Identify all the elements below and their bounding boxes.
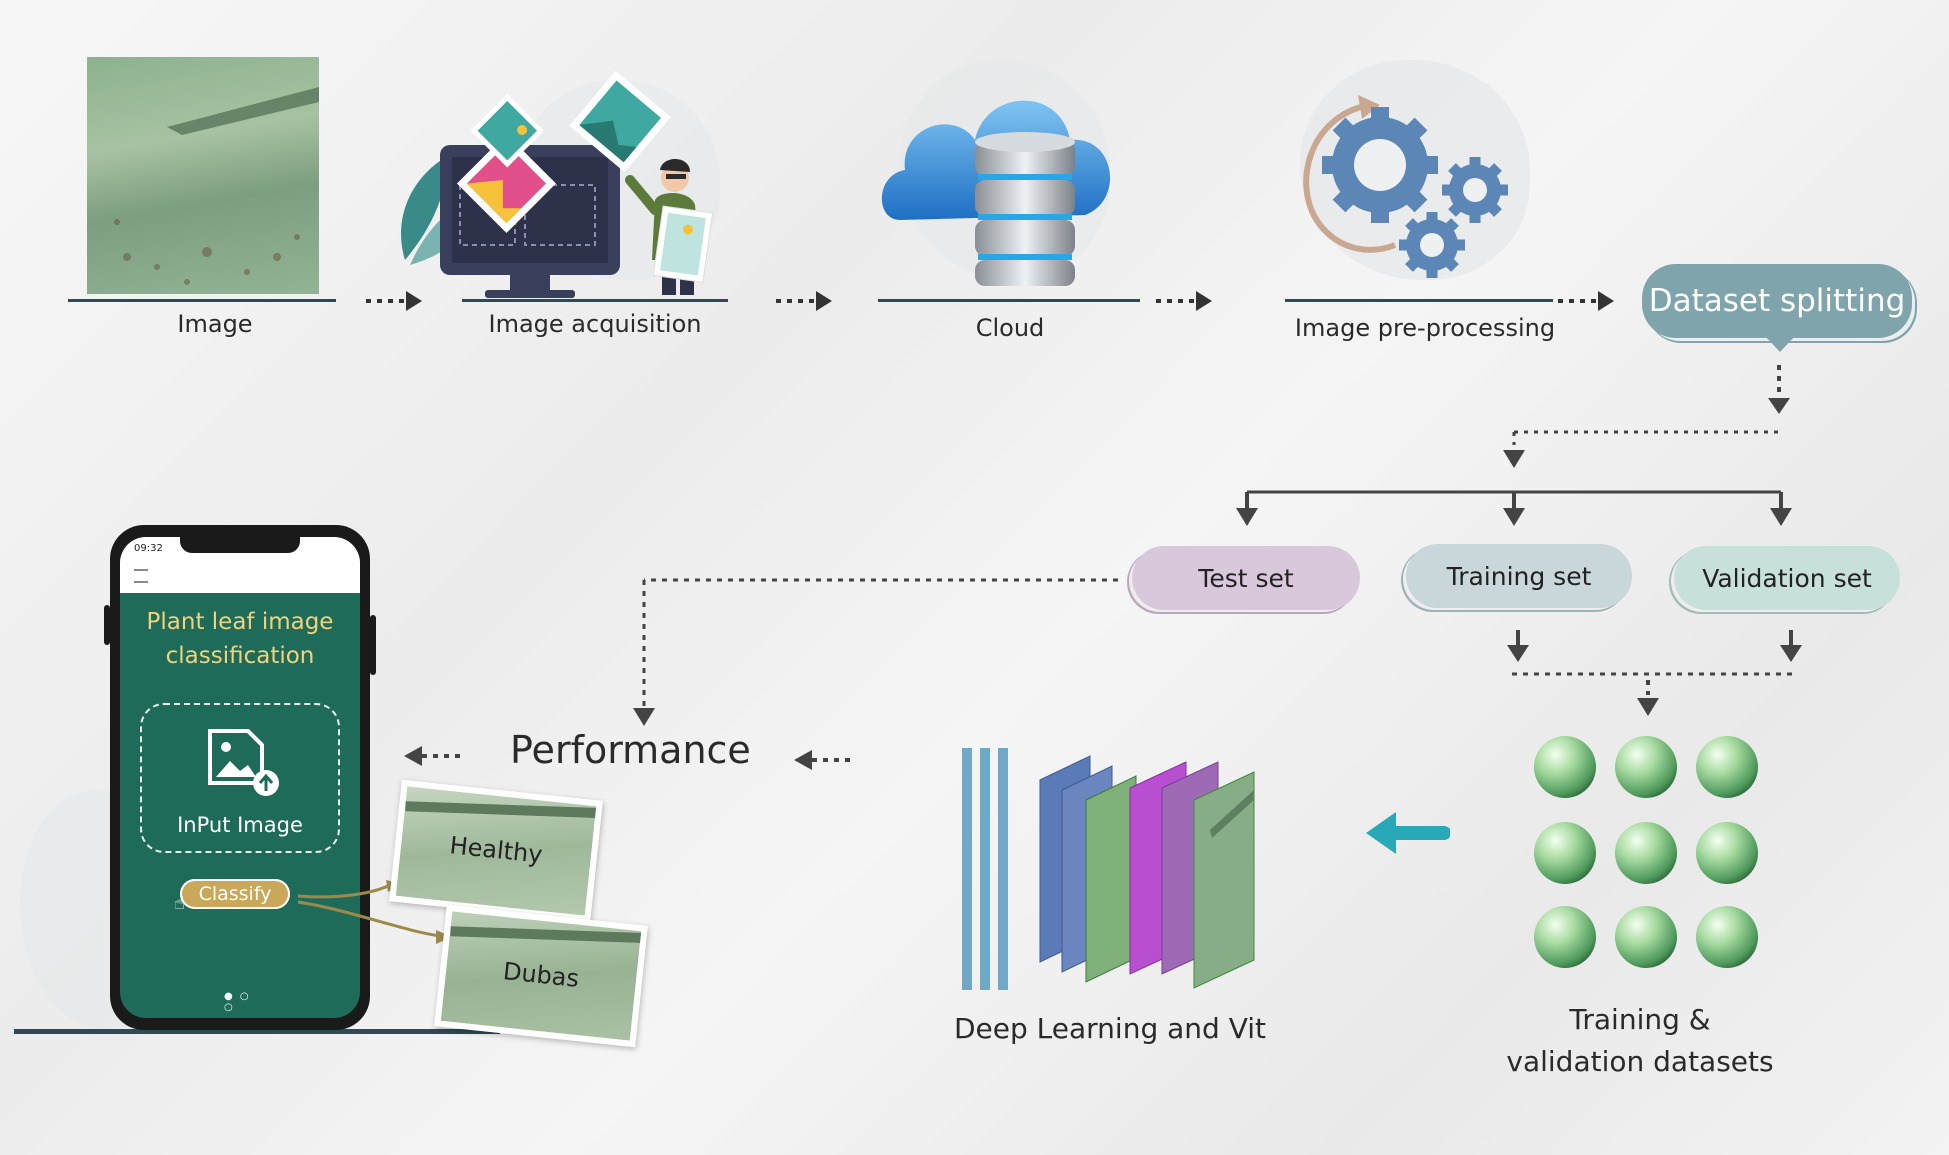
upload-image-icon: [208, 729, 279, 796]
datasets-label-line1: Training &: [1569, 1003, 1711, 1036]
datasets-label-line2: validation datasets: [1506, 1045, 1774, 1078]
result-card-healthy: Healthy: [389, 779, 603, 923]
baseline: [1285, 299, 1553, 302]
baseline: [462, 299, 728, 302]
gear-icon: [1442, 157, 1508, 223]
stage-label-preprocessing: Image pre-processing: [1294, 314, 1556, 342]
status-time: 09:32: [134, 543, 163, 554]
test-set-pill: Test set: [1132, 546, 1360, 610]
phone-screen: 09:32 Plant leaf image classification In…: [120, 537, 360, 1018]
down-arrow-icon: [633, 398, 1802, 726]
pointer-hand-icon: ☝: [174, 893, 185, 914]
phone-device: 09:32 Plant leaf image classification In…: [104, 525, 376, 1030]
gear-icon: [1399, 212, 1465, 278]
image-acquisition-illustration: [401, 70, 714, 298]
dotted-arrow-icon: [776, 291, 832, 311]
result-label-dubas: Dubas: [501, 957, 581, 993]
teal-arrow-icon: [1366, 812, 1450, 854]
classify-button[interactable]: Classify: [180, 879, 290, 909]
phone-baseline: [14, 1029, 500, 1034]
preprocessing-illustration: [1303, 95, 1508, 278]
deep-learning-layers: [962, 748, 1255, 990]
input-image-dropzone[interactable]: InPut Image: [140, 703, 340, 853]
input-image-label: InPut Image: [177, 813, 303, 837]
phone-title-line1: Plant leaf image: [146, 609, 334, 635]
data-sphere-icon: [1534, 736, 1758, 968]
model-label: Deep Learning and Vit: [953, 1012, 1267, 1045]
leaf-image: [87, 57, 319, 294]
menu-icon[interactable]: [134, 569, 148, 583]
pill-pointer: [1765, 336, 1795, 352]
notch: [180, 537, 300, 553]
result-label-healthy: Healthy: [448, 831, 544, 869]
baseline: [68, 299, 336, 302]
database-icon: [975, 132, 1075, 286]
performance-label: Performance: [510, 728, 751, 772]
training-set-pill: Training set: [1406, 544, 1632, 608]
leaf-texture: [114, 87, 319, 285]
gear-icon: [1322, 107, 1438, 223]
dotted-arrow-left-icon: [404, 746, 464, 766]
stage-label-acquisition: Image acquisition: [488, 310, 702, 338]
stage-label-cloud: Cloud: [975, 314, 1045, 342]
dotted-arrow-icon: [1156, 291, 1212, 311]
dotted-arrow-icon: [366, 291, 422, 311]
stage-label-image: Image: [177, 310, 253, 338]
cloud-database-illustration: [881, 100, 1111, 286]
leaf-stripe: [405, 801, 603, 819]
dataset-splitting-pill: Dataset splitting: [1642, 264, 1912, 338]
dotted-arrow-left-icon: [794, 750, 854, 770]
refresh-arrow-icon: [1303, 102, 1397, 253]
leaf-stripe: [450, 926, 648, 944]
dotted-arrow-icon: [1558, 291, 1614, 311]
result-card-dubas: Dubas: [434, 904, 648, 1048]
page-dots: ● ○ ○: [224, 991, 251, 1013]
phone-title-line2: classification: [165, 643, 315, 669]
dataset-spheres: [1534, 736, 1758, 968]
validation-set-pill: Validation set: [1674, 546, 1900, 610]
status-bar: 09:32: [120, 537, 360, 593]
phone-side-button: [370, 615, 376, 675]
phone-side-button: [104, 605, 110, 645]
baseline: [878, 299, 1140, 302]
photo-icon: [569, 70, 671, 173]
